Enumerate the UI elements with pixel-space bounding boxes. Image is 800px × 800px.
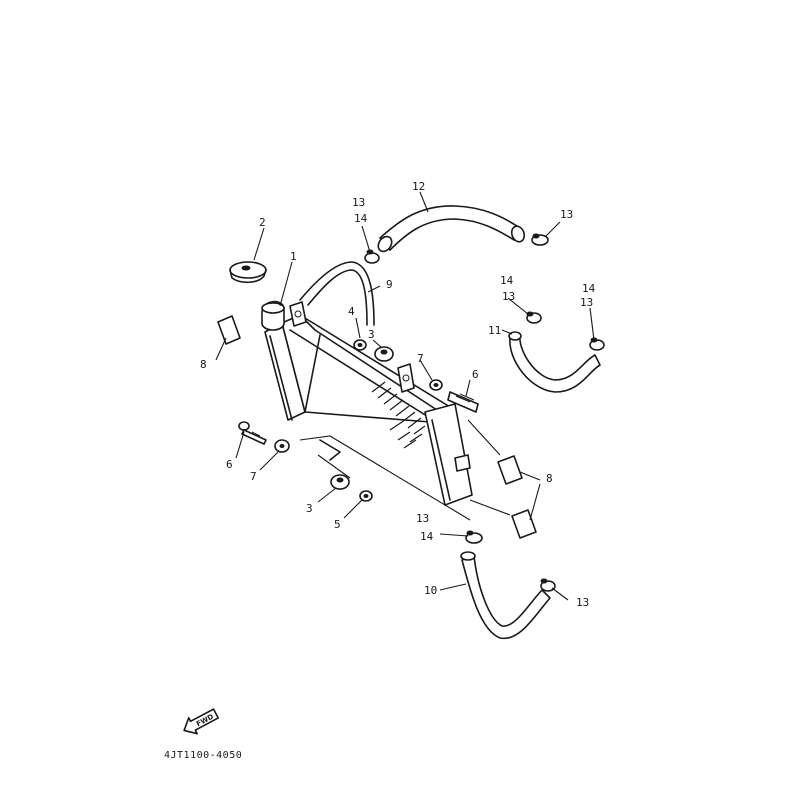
callout-14: 14 [500,274,514,287]
lower-hose [460,551,551,640]
hose-clamp [589,337,605,351]
callout-6: 6 [472,368,479,381]
callout-8: 8 [546,472,553,485]
hose-clamp [364,249,380,264]
collar [359,490,373,502]
callout-13: 13 [560,208,573,221]
callout-5: 5 [334,518,341,531]
hose-clamp [540,578,556,592]
callout-12: 12 [412,180,425,193]
collar [353,339,367,351]
washer [274,439,290,453]
callout-1: 1 [290,250,297,263]
callout-7: 7 [250,470,257,483]
radiator [261,300,473,506]
grommet [374,346,394,362]
forward-arrow-icon: FWD [183,708,220,735]
callout-14: 14 [582,282,596,295]
hose-clamp [526,311,542,324]
hose-clamp [465,530,483,544]
callout-2: 2 [259,216,266,229]
callout-3: 3 [306,502,313,515]
rubber-pad [497,455,523,485]
washer [429,379,443,391]
callout-7: 7 [417,352,424,365]
callout-9: 9 [386,278,393,291]
hose-11 [508,331,601,393]
leader-lines [215,191,595,601]
callout-8: 8 [200,358,207,371]
callout-13: 13 [416,512,429,525]
callout-11: 11 [488,324,501,337]
grommet [330,474,350,490]
overflow-hose [299,261,375,326]
callout-14: 14 [420,530,434,543]
callout-13: 13 [502,290,515,303]
callout-3: 3 [368,328,375,341]
rubber-pad [217,315,241,345]
part-code: 4JT1100-4050 [164,750,242,761]
radiator-cap [229,261,267,284]
bolt [447,391,479,413]
bolt [238,421,267,445]
callout-10: 10 [424,584,437,597]
rubber-pad [511,509,537,539]
callout-13: 13 [580,296,593,309]
callout-4: 4 [348,305,355,318]
callouts: 1 2 3 3 4 5 6 6 7 7 8 8 9 10 11 12 13 13… [200,180,596,609]
radiator-fins [371,381,426,449]
callout-13: 13 [576,596,589,609]
callout-13: 13 [352,196,365,209]
callout-14: 14 [354,212,368,225]
upper-hose [377,205,526,253]
fwd-label: FWD [195,713,215,729]
callout-6: 6 [226,458,233,471]
hose-clamp [531,233,549,246]
